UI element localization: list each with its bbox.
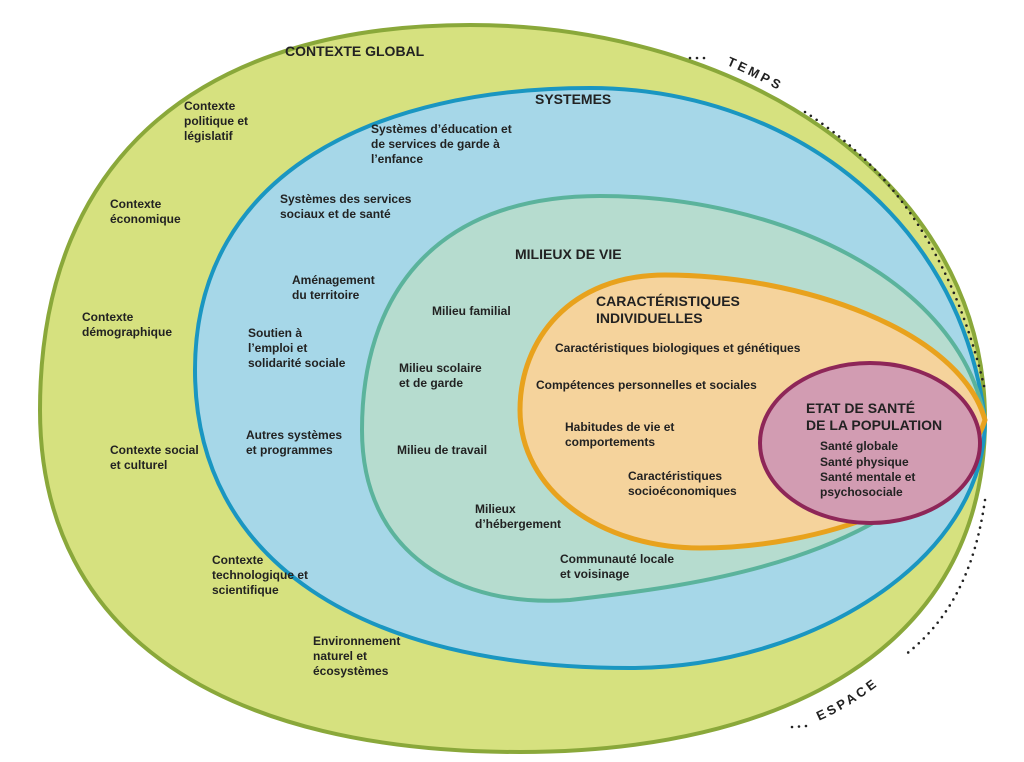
health-item-physical: Santé physique [820,455,909,469]
health-item-mental: Santé mentale et psychosociale [820,470,919,499]
systems-item-education: Systèmes d’éducation et de services de g… [371,122,515,166]
systems-item-employment: Soutien à l’emploi et solidarité sociale [248,326,346,370]
health-title-line: DE LA POPULATION [806,417,942,433]
global-item-demographic: Contexte démographique [82,310,172,339]
time-axis-dots [803,110,987,392]
global-context-title: CONTEXTE GLOBAL [285,43,425,59]
global-item-economic: Contexte économique [110,197,181,226]
individual-item-habits: Habitudes de vie et comportements [565,420,678,449]
health-status-ellipse [758,361,982,525]
systems-item-territory: Aménagement du territoire [292,273,378,302]
individual-title-line: CARACTÉRISTIQUES [596,293,740,309]
milieux-item-housing: Milieux d’hébergement [475,502,561,531]
global-item-environment: Environnement naturel et écosystèmes [313,634,404,678]
milieux-item-work: Milieu de travail [397,443,487,457]
global-item-social-cultural: Contexte social et culturel [110,443,202,472]
systems-title: SYSTEMES [535,91,611,107]
individual-title-line: INDIVIDUELLES [596,310,703,326]
systems-item-other: Autres systèmes et programmes [246,428,345,457]
space-axis-lead-dots [790,724,808,729]
living-environments-title: MILIEUX DE VIE [515,246,622,262]
individual-item-competencies: Compétences personnelles et sociales [536,378,757,392]
milieux-item-community: Communauté locale et voisinage [560,552,677,581]
individual-item-biological: Caractéristiques biologiques et génétiqu… [555,341,801,355]
individual-characteristics-title: CARACTÉRISTIQUES INDIVIDUELLES [596,293,744,326]
health-item-global: Santé globale [820,439,898,453]
systems-item-social-health: Systèmes des services sociaux et de sant… [280,192,415,221]
individual-item-socioeconomic: Caractéristiques socioéconomiques [628,469,737,498]
global-item-technological: Contexte technologique et scientifique [212,553,311,597]
global-item-political: Contexte politique et législatif [184,99,251,143]
health-status-title: ETAT DE SANTÉ DE LA POPULATION [806,400,942,433]
health-title-line: ETAT DE SANTÉ [806,400,915,416]
milieux-item-family: Milieu familial [432,304,511,318]
milieux-item-school: Milieu scolaire et de garde [399,361,485,390]
